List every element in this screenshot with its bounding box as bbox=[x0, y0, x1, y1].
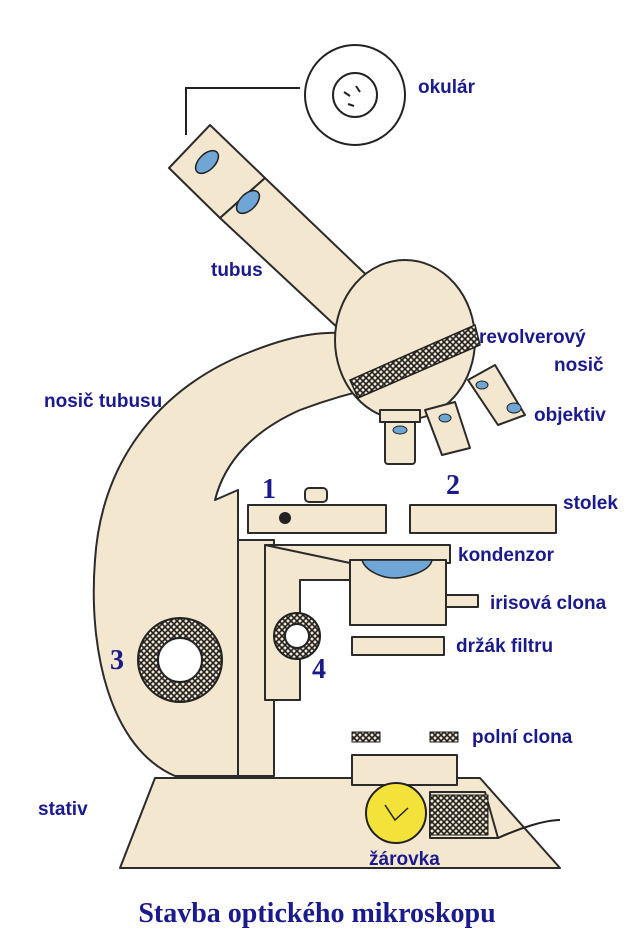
number-2: 2 bbox=[446, 470, 460, 501]
stage-screw bbox=[279, 512, 291, 524]
label-irisova-clona: irisová clona bbox=[490, 593, 607, 614]
label-stolek: stolek bbox=[563, 493, 618, 514]
label-tubus: tubus bbox=[211, 260, 263, 281]
diagram-title: Stavba optického mikroskopu bbox=[138, 898, 496, 929]
tube-lens-2 bbox=[235, 189, 261, 215]
tube-lens-1 bbox=[194, 149, 220, 175]
stage-right bbox=[409, 504, 557, 534]
label-nosic: nosič bbox=[554, 355, 604, 376]
iris-lever bbox=[445, 594, 479, 608]
label-objektiv: objektiv bbox=[534, 405, 606, 426]
okular-connector bbox=[185, 87, 300, 135]
filter-holder bbox=[351, 636, 445, 656]
label-zarovka: žárovka bbox=[369, 849, 440, 870]
condenser-lens bbox=[360, 559, 433, 579]
label-stativ: stativ bbox=[38, 799, 88, 820]
lamp-cable bbox=[497, 819, 561, 839]
objective-1-cap bbox=[379, 409, 421, 423]
label-revolverovy: revolverový bbox=[479, 327, 586, 348]
label-drzak-filtru: držák filtru bbox=[456, 636, 554, 657]
revolver-knurl bbox=[349, 323, 481, 399]
okular-inner bbox=[332, 72, 378, 118]
label-kondenzor: kondenzor bbox=[458, 545, 555, 566]
stage-clip bbox=[304, 487, 328, 503]
number-3: 3 bbox=[110, 645, 124, 676]
field-diaphragm-body bbox=[351, 754, 458, 786]
number-4: 4 bbox=[312, 654, 326, 685]
number-1: 1 bbox=[262, 474, 276, 505]
label-nosic-tubusu: nosič tubusu bbox=[44, 391, 163, 412]
bulb bbox=[365, 782, 427, 844]
label-polni-clona: polní clona bbox=[472, 727, 573, 748]
bracket bbox=[264, 544, 351, 701]
objective-2 bbox=[424, 401, 471, 456]
label-okular: okulár bbox=[418, 77, 476, 98]
objective-3 bbox=[467, 364, 526, 426]
stage-left bbox=[247, 504, 387, 534]
